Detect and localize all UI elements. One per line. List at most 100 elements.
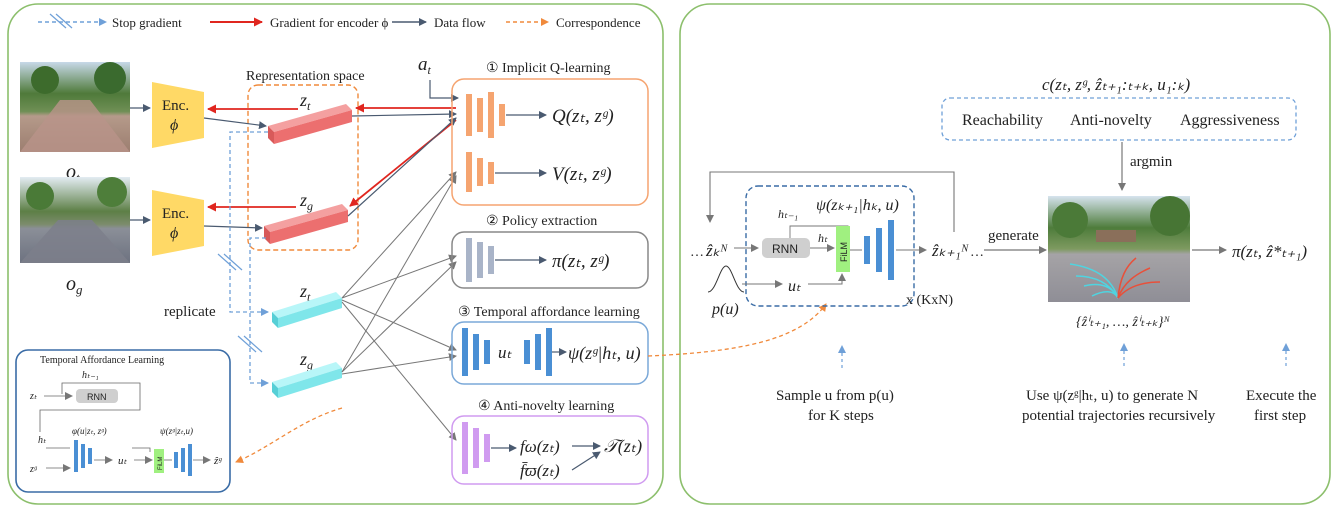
q-output: Q(zₜ, zᵍ) xyxy=(552,106,614,127)
flow-enc-t-emb xyxy=(203,117,267,130)
flow-emb-g-q xyxy=(347,117,457,217)
inset-h-prev: hₜ₋₁ xyxy=(82,370,99,381)
f-omega-output: fω(zₜ) xyxy=(520,437,560,456)
z-g-label: zg xyxy=(299,190,313,213)
rollout-loop xyxy=(706,171,955,232)
inset-decoder xyxy=(174,444,192,476)
inset-z-g: zᵍ xyxy=(29,464,38,475)
embedding-z-g xyxy=(264,204,348,244)
flow-a-t xyxy=(429,80,459,102)
z-hat-k1: ẑₖ₊₁ᴺ xyxy=(931,241,969,260)
affordance-encoder xyxy=(462,328,490,376)
rollout-decoder xyxy=(864,220,894,280)
z-g-copy-label: zg xyxy=(299,349,313,372)
generate-label: generate xyxy=(988,228,1039,244)
section3-box xyxy=(451,321,649,385)
note1-line2: for K steps xyxy=(808,408,874,424)
right-panel xyxy=(679,3,1331,505)
inset-encoder xyxy=(74,440,92,472)
inset-h-t: hₜ xyxy=(38,435,47,446)
cost-function: c(zₜ, zᵍ, ẑₜ₊₁:ₜ₊ₖ, u₁:ₖ) xyxy=(1042,75,1191,94)
cost-reachability: Reachability xyxy=(962,112,1043,129)
embedding-z-g-copy xyxy=(272,362,342,398)
v-output: V(zₜ, zᵍ) xyxy=(552,164,612,185)
rollout-h-t: hₜ xyxy=(818,231,828,245)
anti-novelty-network xyxy=(462,422,490,474)
cost-aggressiveness: Aggressiveness xyxy=(1180,112,1280,129)
trajectory-set: {ẑⁱₜ₊₁, …, ẑⁱₜ₊ₖ}ᴺ xyxy=(1076,315,1170,330)
section3-title: ③ Temporal affordance learning xyxy=(458,305,640,320)
flow-emb-t-q xyxy=(351,110,457,119)
legend: Stop gradient Gradient for encoder ϕ Dat… xyxy=(38,13,641,30)
f-bar-output: f̄ϖ(zₜ) xyxy=(520,461,560,480)
dots-right: … xyxy=(970,245,984,260)
section1-title: ① Implicit Q-learning xyxy=(486,61,611,76)
stop-grad-z-t xyxy=(229,131,269,316)
obs-image-t xyxy=(20,62,130,152)
inset-title: Temporal Affordance Learning xyxy=(40,355,164,366)
rollout-film-box xyxy=(836,226,850,272)
p-u-curve xyxy=(707,265,745,293)
scene-image xyxy=(1048,196,1190,302)
encoder-t-phi: ϕ xyxy=(170,117,178,134)
replicate-label: replicate xyxy=(164,304,216,320)
rollout-film: FiLM xyxy=(839,242,849,262)
policy-output: π(zₜ, ẑ*ₜ₊₁) xyxy=(1232,242,1307,261)
section2-title: ② Policy extraction xyxy=(486,214,597,229)
z-t-label: zt xyxy=(299,90,311,113)
dots-left: … xyxy=(690,245,704,260)
rollout-rnn: RNN xyxy=(772,242,798,256)
fan-arrows xyxy=(341,171,457,441)
cost-box xyxy=(941,97,1297,141)
flow-u-film xyxy=(808,273,846,285)
obs-image-g xyxy=(20,177,130,263)
stop-grad-z-g xyxy=(249,237,269,387)
left-panel xyxy=(7,3,664,505)
embedding-z-t-copy xyxy=(272,292,342,328)
scene-trajectories xyxy=(1069,257,1161,299)
stop-slash-1 xyxy=(217,253,237,271)
rollout-u-t: uₜ xyxy=(788,278,801,295)
section1-box xyxy=(451,78,649,206)
inset-h-film xyxy=(132,447,151,452)
rep-space-title: Representation space xyxy=(246,69,365,84)
section3-u-t: uₜ xyxy=(498,343,513,362)
encoder-t xyxy=(152,82,204,148)
section4-box xyxy=(451,415,649,485)
t-output: 𝒯(zₜ) xyxy=(604,436,642,457)
legend-data-flow: Data flow xyxy=(434,15,486,30)
note3-line1: Execute the xyxy=(1246,388,1317,404)
obs-g-label: og xyxy=(66,273,83,297)
rollout-h-prev: hₜ₋₁ xyxy=(778,207,798,221)
stop-slash-3 xyxy=(237,335,257,353)
rollout-rnn-box xyxy=(762,238,810,258)
note3-line2: first step xyxy=(1254,408,1306,424)
embedding-z-t xyxy=(268,104,352,144)
affordance-decoder xyxy=(524,328,552,376)
z-t-copy-label: zt xyxy=(299,281,311,304)
inset-rnn: RNN xyxy=(87,392,107,402)
legend-stop-slash-1 xyxy=(49,13,67,29)
policy-network xyxy=(466,238,494,282)
inset-z-hat-g: ẑᵍ xyxy=(213,455,222,467)
a-t-label: at xyxy=(418,54,432,77)
inset-psi-label: ψ(zᵍ|zₜ,u) xyxy=(160,426,193,436)
encoder-t-label: Enc. xyxy=(162,98,189,114)
encoder-g xyxy=(152,190,204,256)
inset-film: FiLM xyxy=(158,457,164,470)
psi-top: ψ(zₖ₊₁|hₖ, u) xyxy=(816,197,899,214)
inset-u-t: uₜ xyxy=(118,455,128,467)
legend-stop-slash-2 xyxy=(55,13,73,29)
encoder-g-phi: ϕ xyxy=(170,225,178,242)
inset-loop xyxy=(39,382,141,432)
q-network xyxy=(466,92,505,138)
encoder-g-label: Enc. xyxy=(162,206,189,222)
rep-space-box xyxy=(247,84,359,251)
inset-z-t: zₜ xyxy=(29,391,38,402)
note2-line2: potential trajectories recursively xyxy=(1022,408,1216,424)
argmin-label: argmin xyxy=(1130,154,1173,170)
section2-box xyxy=(451,231,649,289)
inset-film-box xyxy=(154,449,164,473)
z-hat-k: ẑₖᴺ xyxy=(705,241,728,260)
